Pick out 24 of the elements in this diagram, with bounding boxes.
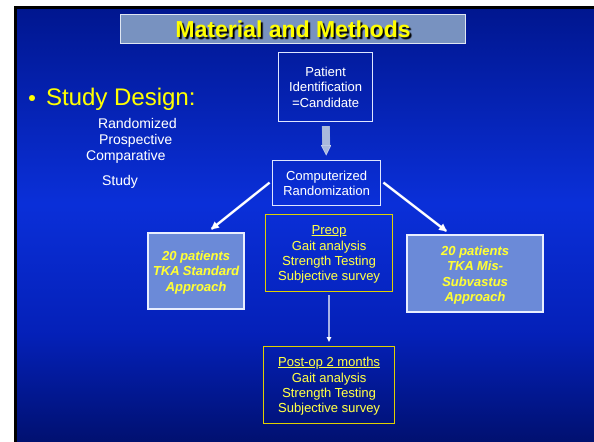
box-text: 20 patients TKA Standard Approach	[152, 248, 240, 294]
box-text: Computerized Randomization	[282, 168, 371, 198]
assessment-box	[265, 214, 393, 292]
process-box	[278, 52, 373, 122]
design-text: Prospective	[99, 131, 172, 147]
process-box	[272, 160, 381, 206]
box-text: Patient Identification =Candidate	[288, 64, 363, 110]
block-arrow	[320, 126, 332, 156]
box-text: Gait analysis Strength Testing Subjective survey	[277, 238, 381, 284]
group-box	[406, 234, 544, 313]
group-box	[147, 232, 245, 310]
box-heading: Preop	[312, 222, 346, 238]
design-text: Study	[102, 172, 138, 188]
design-text: Comparative	[86, 147, 166, 163]
box-text: 20 patients TKA Mis-Subvastus Approach	[440, 242, 510, 304]
title-banner: Material and Methods	[120, 14, 466, 44]
box-text: Gait analysis Strength Testing Subjective survey	[277, 370, 381, 416]
assessment-box	[263, 346, 395, 424]
arrow	[210, 182, 270, 230]
arrow	[326, 295, 332, 342]
box-heading: Post-op 2 months	[278, 354, 380, 370]
design-text: Randomized	[98, 115, 177, 131]
arrow	[382, 182, 447, 232]
bullet-heading: Study Design:	[46, 84, 196, 112]
